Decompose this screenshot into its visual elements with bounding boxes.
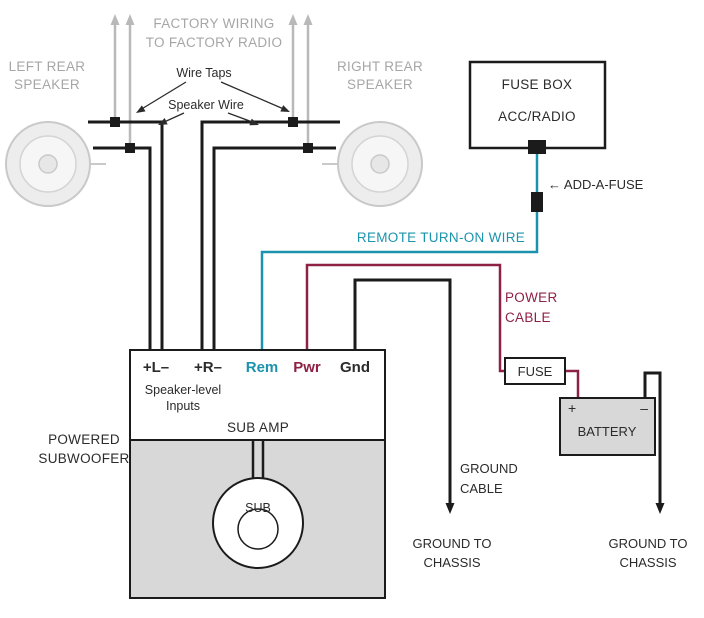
battery-minus-terminal: – <box>640 400 648 416</box>
battery-label: BATTERY <box>578 424 637 439</box>
left-speaker-label-2: SPEAKER <box>14 77 80 92</box>
powered-subwoofer: +L– +R– Rem Pwr Gnd Speaker-level Inputs… <box>129 349 386 599</box>
up-arrow-icon <box>288 14 298 25</box>
wire-tap <box>303 143 313 153</box>
up-arrow-icon <box>125 14 135 25</box>
ground-cable-label-1: GROUND <box>460 461 518 476</box>
fuse-box: FUSE BOX ACC/RADIO <box>468 60 607 154</box>
terminal-remote: Rem <box>246 359 279 376</box>
battery-plus-terminal: + <box>568 400 576 416</box>
up-arrow-icon <box>110 14 120 25</box>
sub-driver-dustcap <box>237 508 279 550</box>
inline-fuse-label: FUSE <box>518 364 553 379</box>
speaker-wire-pointer-right <box>227 112 256 124</box>
down-arrow-icon <box>445 503 455 514</box>
ground-to-chassis-left-1: GROUND TO <box>413 536 492 551</box>
powered-subwoofer-label-2: SUBWOOFER <box>38 451 129 466</box>
inline-fuse-outline <box>504 357 566 385</box>
wire-taps <box>110 117 313 153</box>
power-cable-label-2: CABLE <box>505 310 551 325</box>
power-cable-run <box>305 263 504 373</box>
right-rear-speaker <box>322 121 423 207</box>
add-a-fuse-label: ← ADD-A-FUSE <box>548 177 644 192</box>
ground-to-chassis-left-2: CHASSIS <box>423 555 480 570</box>
inline-fuse: FUSE <box>504 357 566 385</box>
fuse-box-outline <box>468 60 607 150</box>
ground-to-chassis-right-1: GROUND TO <box>609 536 688 551</box>
gray-captions: LEFT REAR SPEAKER RIGHT REAR SPEAKER FAC… <box>9 16 423 92</box>
left-speaker-wire-bottom <box>93 146 152 350</box>
factory-wiring-label-1: FACTORY WIRING <box>153 16 274 31</box>
sub-amp-panel <box>129 349 386 441</box>
wire-tap <box>125 143 135 153</box>
terminal-left-input: +L– <box>143 359 169 376</box>
add-a-fuse-holder <box>531 192 543 212</box>
battery-outline <box>559 397 656 456</box>
speaker-level-inputs-label-1: Speaker-level <box>145 383 221 397</box>
right-speaker-wire-bottom <box>212 146 336 350</box>
factory-wiring-arrows <box>113 20 310 146</box>
wire-taps-pointer-right <box>220 81 287 111</box>
battery: + – BATTERY <box>559 397 656 456</box>
power-cable-label-1: POWER <box>505 290 558 305</box>
terminal-right-input: +R– <box>194 359 222 376</box>
wire-tap <box>110 117 120 127</box>
right-speaker-label-1: RIGHT REAR <box>337 59 423 74</box>
speaker-dustcap <box>370 154 390 174</box>
fuse-to-battery-run <box>566 369 580 397</box>
ground-cable-label-2: CABLE <box>460 481 503 496</box>
powered-subwoofer-label-1: POWERED <box>48 432 120 447</box>
wire-taps-label: Wire Taps <box>176 66 231 80</box>
sub-label: SUB <box>245 501 271 515</box>
pointer-arrow-icon <box>280 105 292 116</box>
right-speaker-label-2: SPEAKER <box>347 77 413 92</box>
power-cable-wire <box>305 263 580 397</box>
battery-ground-wire <box>643 371 662 506</box>
right-speaker-wire-top <box>200 120 340 350</box>
fuse-box-title: FUSE BOX <box>502 77 573 92</box>
fuse-box-connector <box>528 140 546 154</box>
up-arrow-icon <box>303 14 313 25</box>
fuse-box-circuit: ACC/RADIO <box>498 109 576 124</box>
remote-turn-on-label: REMOTE TURN-ON WIRE <box>357 230 525 245</box>
terminal-ground: Gnd <box>340 359 370 376</box>
speaker-dustcap <box>38 154 58 174</box>
wire-tap <box>288 117 298 127</box>
ground-cable-wire <box>353 278 452 506</box>
left-speaker-label-1: LEFT REAR <box>9 59 86 74</box>
speaker-wire-label: Speaker Wire <box>168 98 244 112</box>
left-rear-speaker <box>5 121 106 207</box>
factory-wiring-label-2: TO FACTORY RADIO <box>146 35 283 50</box>
down-arrow-icon <box>655 503 665 514</box>
speaker-level-inputs-label-2: Inputs <box>166 399 200 413</box>
terminal-power: Pwr <box>293 359 321 376</box>
ground-to-chassis-right-2: CHASSIS <box>619 555 676 570</box>
sub-amp-label: SUB AMP <box>227 420 289 435</box>
wire-taps-pointer-left <box>139 81 187 111</box>
